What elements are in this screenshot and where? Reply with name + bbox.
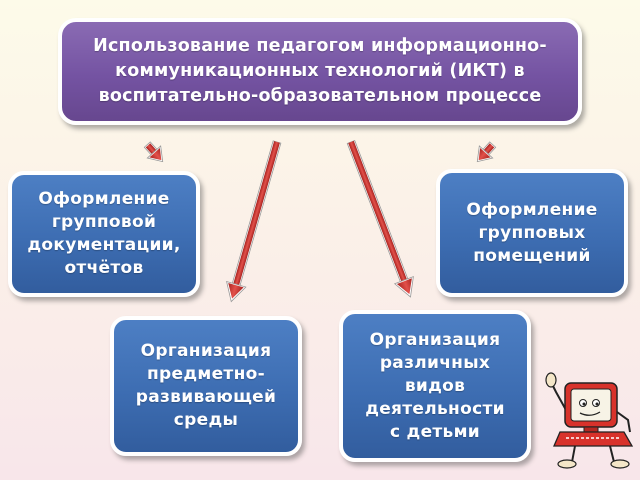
title-box: Использование педагогом информационно- к… bbox=[58, 18, 582, 125]
title-text: Использование педагогом информационно- к… bbox=[93, 36, 547, 106]
box-group-docs-text: Оформление групповой документации, отчёт… bbox=[27, 189, 181, 278]
box-group-rooms-text: Оформление групповых помещений bbox=[466, 199, 598, 266]
arrow-to-group-rooms bbox=[476, 141, 497, 163]
computer-mascot-icon bbox=[545, 372, 634, 469]
box-group-rooms: Оформление групповых помещений bbox=[436, 169, 628, 297]
arrow-to-environment bbox=[226, 140, 282, 303]
box-environment-text: Организация предметно- развивающей среды bbox=[135, 341, 277, 430]
arrow-to-group-docs bbox=[143, 141, 164, 163]
arrow-to-activities bbox=[346, 140, 414, 298]
box-activities: Организация различных видов деятельности… bbox=[339, 310, 531, 462]
box-environment: Организация предметно- развивающей среды bbox=[110, 316, 302, 456]
box-group-docs: Оформление групповой документации, отчёт… bbox=[8, 171, 200, 297]
box-activities-text: Организация различных видов деятельности… bbox=[365, 329, 505, 442]
